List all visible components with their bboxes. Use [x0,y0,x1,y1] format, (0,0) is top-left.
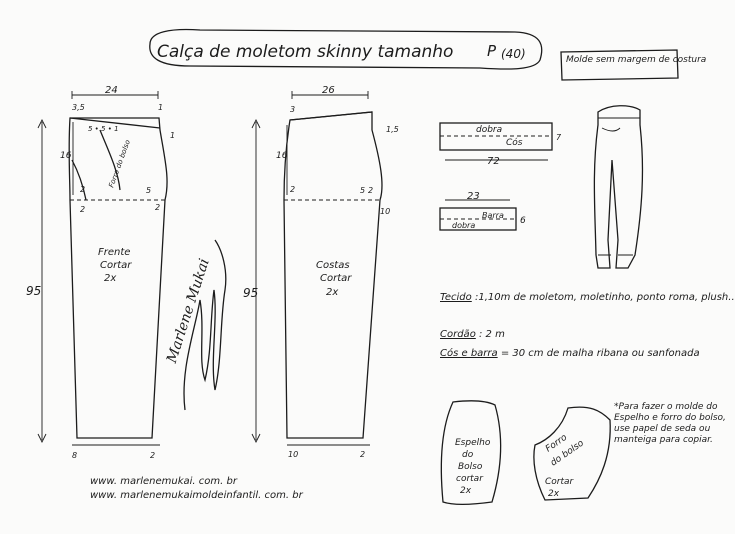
waistband-height: 7 [556,133,562,142]
front-pocket-curve [99,129,121,191]
front-side-b: 2 [155,203,160,212]
band-text: = 30 cm de malha ribana ou sanfonada [501,348,700,359]
tip-text: *Para fazer o molde do Espelho e forro d… [614,402,726,445]
pocket-lining-qty: 2x [548,489,560,499]
front-qty: 2x [104,273,116,284]
front-waist-line [69,117,161,129]
pocket-facing-qty: 2x [460,486,472,496]
note-box-outline [560,49,679,81]
back-hem-left: 10 [288,450,298,459]
front-top-dim-ticks [71,91,159,99]
waistband-length: 72 [487,156,500,167]
cuff-width: 23 [467,191,480,202]
front-pocket-label: Forro do bolso [107,139,132,189]
pocket-lining-piece: Forro do bolso Cortar 2x [533,406,611,501]
signature [183,239,227,411]
materials-list: Tecido :1,10m de moletom, moletinho, pon… [440,292,735,359]
pants-sketch [593,105,644,269]
back-side-c: 10 [380,207,390,216]
pocket-lining-cut: Cortar [545,477,575,487]
cuff-height: 6 [520,216,526,226]
pocket-facing-line1: Espelho [455,438,491,448]
fabric-label: Tecido [440,292,472,303]
front-rise: 16 [60,151,72,161]
title-size-number: (40) [501,47,526,61]
back-outline [283,111,383,439]
front-outline [68,117,168,439]
front-piece: 24 3,5 1 5 • 5 • 1 1 16 Forro do bolso 2… [26,85,175,460]
title-outline [149,28,543,70]
waistband-piece: dobra Cós 72 7 [439,122,562,167]
front-top-left: 3,5 [72,103,85,112]
fabric-line: Tecido :1,10m de moletom, moletinho, pon… [440,292,735,303]
front-pocket-marks: 5 • 5 • 1 [88,125,119,133]
back-piece: 26 3 1,5 16 2 5 2 10 95 10 2 Costas Cort… [243,85,399,459]
front-crotch-curve [71,159,87,201]
note-box-text: Molde sem margem de costura [566,55,706,65]
cuff-piece: 23 Barra dobra 6 [439,191,526,231]
front-length-arrows [37,118,47,444]
note-box-line: Molde sem margem de costura [566,55,706,65]
front-hem-right: 2 [150,451,155,460]
band-label: Cós e barra [440,347,498,359]
back-right-top: 1,5 [386,125,399,134]
front-right-1: 1 [170,131,175,140]
title-text: Calça de moletom skinny tamanho [157,42,453,62]
url-1: www. marlenemukai. com. br [90,476,238,487]
title-group: Calça de moletom skinny tamanho P (40) [149,28,543,70]
signature-scribble [183,239,227,411]
pants-outline [593,105,644,269]
cord-line: Cordão : 2 m [440,329,505,340]
pants-pocket [601,127,621,132]
pocket-facing-outline [440,400,502,505]
url-2: www. marlenemukaimoldeinfantil. com. br [90,490,304,501]
pocket-facing-line2: do [462,450,474,460]
pocket-facing-piece: Espelho do Bolso cortar 2x [440,400,502,505]
waistband-name: Cós [506,137,523,148]
back-top-left: 3 [290,105,295,114]
back-side-a: 5 [360,186,365,195]
back-cut: Cortar [320,273,352,284]
front-cut: Cortar [100,260,132,271]
front-top-width: 24 [105,85,118,96]
back-top-dim-ticks [291,91,369,99]
pocket-facing-cut: cortar [456,474,484,484]
front-length: 95 [26,284,41,298]
pocket-lining-outline [533,406,611,501]
front-crotch-a: 2 [80,185,85,194]
front-top-right: 1 [158,103,163,112]
front-hem-left: 8 [72,451,77,460]
back-top-width: 26 [322,85,335,96]
back-side-b: 2 [368,186,373,195]
cord-label: Cordão [440,329,476,340]
back-label: Costas [316,260,350,271]
back-length: 95 [243,286,258,300]
seam-allowance-note: Molde sem margem de costura [560,49,706,81]
fabric-text: :1,10m de moletom, moletinho, ponto roma… [475,292,735,303]
band-line: Cós e barra = 30 cm de malha ribana ou s… [440,347,700,359]
back-waist-line [289,111,373,121]
back-crotch-a: 2 [290,185,295,194]
waistband-outline [439,122,553,151]
cord-text: : 2 m [479,329,505,340]
back-length-arrows [251,118,261,444]
front-crotch-b: 2 [80,205,85,214]
waistband-fold: dobra [476,125,502,135]
title-size: P [487,42,497,60]
pocket-facing-line3: Bolso [458,462,483,472]
cuff-name: Barra [482,211,504,220]
back-hem-right: 2 [360,450,365,459]
cuff-fold: dobra [452,221,475,230]
front-label: Frente [98,247,130,258]
front-side-a: 5 [146,186,151,195]
back-qty: 2x [326,287,338,298]
back-rise: 16 [276,151,288,161]
